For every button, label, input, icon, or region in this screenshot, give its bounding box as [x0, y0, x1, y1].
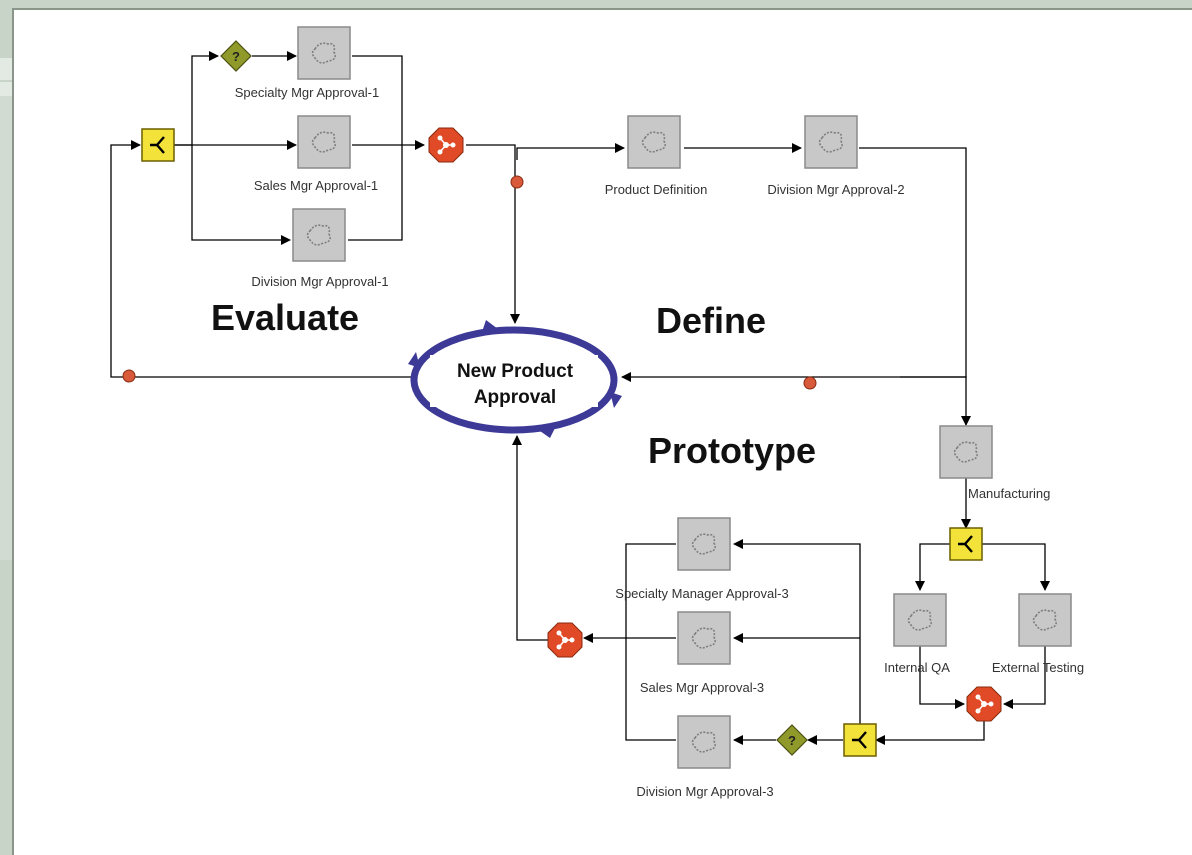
task-label-division-2: Division Mgr Approval-2	[767, 182, 904, 197]
join-icon[interactable]	[547, 622, 583, 658]
task-division-mgr-approval-1[interactable]	[292, 208, 346, 262]
task-external-testing[interactable]	[1018, 593, 1072, 647]
task-label-manufacturing: Manufacturing	[968, 486, 1050, 501]
task-internal-qa[interactable]	[893, 593, 947, 647]
task-label-division-3: Division Mgr Approval-3	[636, 784, 773, 799]
link-dot	[510, 175, 524, 189]
task-division-mgr-approval-2[interactable]	[804, 115, 858, 169]
task-label-sales-1: Sales Mgr Approval-1	[254, 178, 378, 193]
decision-icon[interactable]	[776, 724, 808, 756]
cycle-title-line1: New Product	[457, 361, 574, 382]
task-specialty-manager-approval-3[interactable]	[677, 517, 731, 571]
task-sales-mgr-approval-1[interactable]	[297, 115, 351, 169]
task-product-definition[interactable]	[627, 115, 681, 169]
decision-icon[interactable]	[220, 40, 252, 72]
phase-evaluate: Evaluate	[211, 297, 359, 338]
split-icon[interactable]	[140, 127, 176, 163]
define-connectors	[516, 143, 967, 382]
task-label-product-definition: Product Definition	[605, 182, 708, 197]
task-specialty-mgr-approval-1[interactable]	[297, 26, 351, 80]
cycle-title-line2: Approval	[474, 387, 556, 408]
task-sales-mgr-approval-3[interactable]	[677, 611, 731, 665]
task-label-external-testing: External Testing	[992, 660, 1084, 675]
task-label-division-1: Division Mgr Approval-1	[251, 274, 388, 289]
link-dot	[803, 376, 817, 390]
task-label-sales-3: Sales Mgr Approval-3	[640, 680, 764, 695]
split-icon[interactable]	[842, 722, 878, 758]
join-icon[interactable]	[966, 686, 1002, 722]
task-label-specialty-3: Specialty Manager Approval-3	[615, 586, 788, 601]
join-icon[interactable]	[428, 127, 464, 163]
link-dot	[122, 369, 136, 383]
task-manufacturing[interactable]	[939, 425, 993, 479]
new-product-approval-cycle: New Product Approval	[408, 320, 622, 438]
phase-define: Define	[656, 300, 766, 341]
split-icon[interactable]	[948, 526, 984, 562]
evaluate-connectors	[110, 51, 520, 378]
phase-prototype: Prototype	[648, 430, 816, 471]
task-label-internal-qa: Internal QA	[884, 660, 950, 675]
task-division-mgr-approval-3[interactable]	[677, 715, 731, 769]
task-label-specialty-1: Specialty Mgr Approval-1	[235, 85, 380, 100]
prototype-connectors	[512, 376, 1050, 745]
